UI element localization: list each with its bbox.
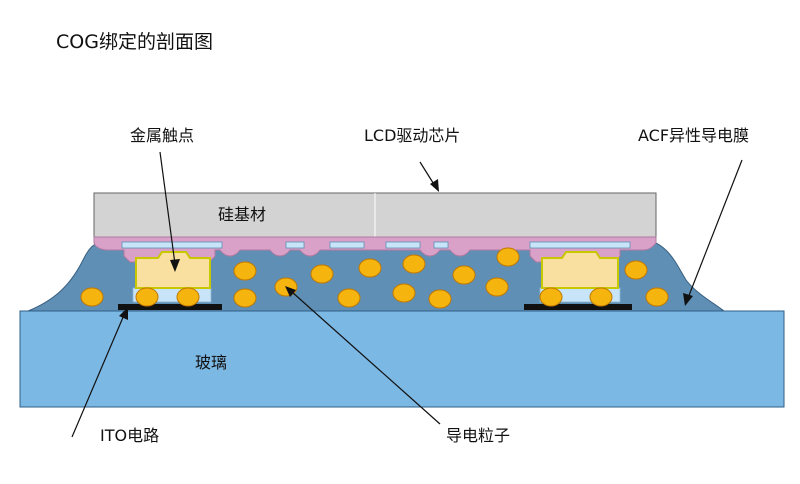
metal-bump-right bbox=[541, 251, 619, 289]
metal-bump-left bbox=[135, 251, 211, 289]
chip-pad bbox=[529, 241, 631, 249]
leader-ito bbox=[71, 314, 125, 438]
conductive-particles bbox=[80, 247, 669, 309]
conductive-particle bbox=[624, 260, 648, 280]
conductive-particle bbox=[645, 287, 669, 307]
arrowhead-acf bbox=[683, 293, 693, 306]
metal-contact-label: 金属触点 bbox=[130, 126, 195, 145]
conductive-particle-label: 导电粒子 bbox=[446, 426, 511, 445]
conductive-particle bbox=[176, 287, 200, 307]
conductive-particle bbox=[310, 264, 334, 284]
arrowhead-metal-contact bbox=[170, 259, 180, 272]
conductive-particle bbox=[135, 287, 159, 307]
arrowhead-ito bbox=[119, 307, 128, 320]
lcd-driver-chip-label: LCD驱动芯片 bbox=[364, 126, 461, 145]
chip-pad bbox=[329, 241, 365, 249]
leader-metal-contact bbox=[159, 151, 176, 265]
arrowhead-particle bbox=[285, 286, 296, 297]
ito-circuit-label: ITO电路 bbox=[100, 426, 160, 445]
ito-trace-left bbox=[118, 304, 222, 310]
diagram-title: COG绑定的剖面图 bbox=[56, 31, 213, 53]
conductive-particle bbox=[496, 247, 520, 267]
conductive-particle bbox=[539, 287, 563, 307]
acf-film-label: ACF异性导电膜 bbox=[638, 126, 750, 145]
glass-substrate bbox=[19, 310, 785, 408]
conductive-particle bbox=[485, 277, 509, 297]
conductive-particle bbox=[80, 287, 104, 307]
chip-pad bbox=[433, 241, 449, 249]
arrowhead-chip bbox=[430, 179, 439, 192]
conductive-particle bbox=[233, 261, 257, 281]
glass-label: 玻璃 bbox=[195, 353, 228, 372]
leader-acf bbox=[687, 159, 743, 299]
leader-particle bbox=[291, 291, 441, 425]
chip-pad bbox=[385, 241, 421, 249]
conductive-particle bbox=[452, 265, 476, 285]
ito-trace-right bbox=[524, 304, 632, 310]
conductive-particle bbox=[337, 288, 361, 308]
silicon-substrate-label: 硅基材 bbox=[218, 205, 267, 224]
conductive-particle bbox=[589, 287, 613, 307]
conductive-particle bbox=[402, 254, 426, 274]
conductive-particle bbox=[233, 288, 257, 308]
chip-pad bbox=[285, 241, 305, 249]
conductive-particle bbox=[358, 258, 382, 278]
conductive-particle bbox=[428, 289, 452, 309]
conductive-particle bbox=[392, 283, 416, 303]
leader-chip bbox=[419, 161, 436, 187]
